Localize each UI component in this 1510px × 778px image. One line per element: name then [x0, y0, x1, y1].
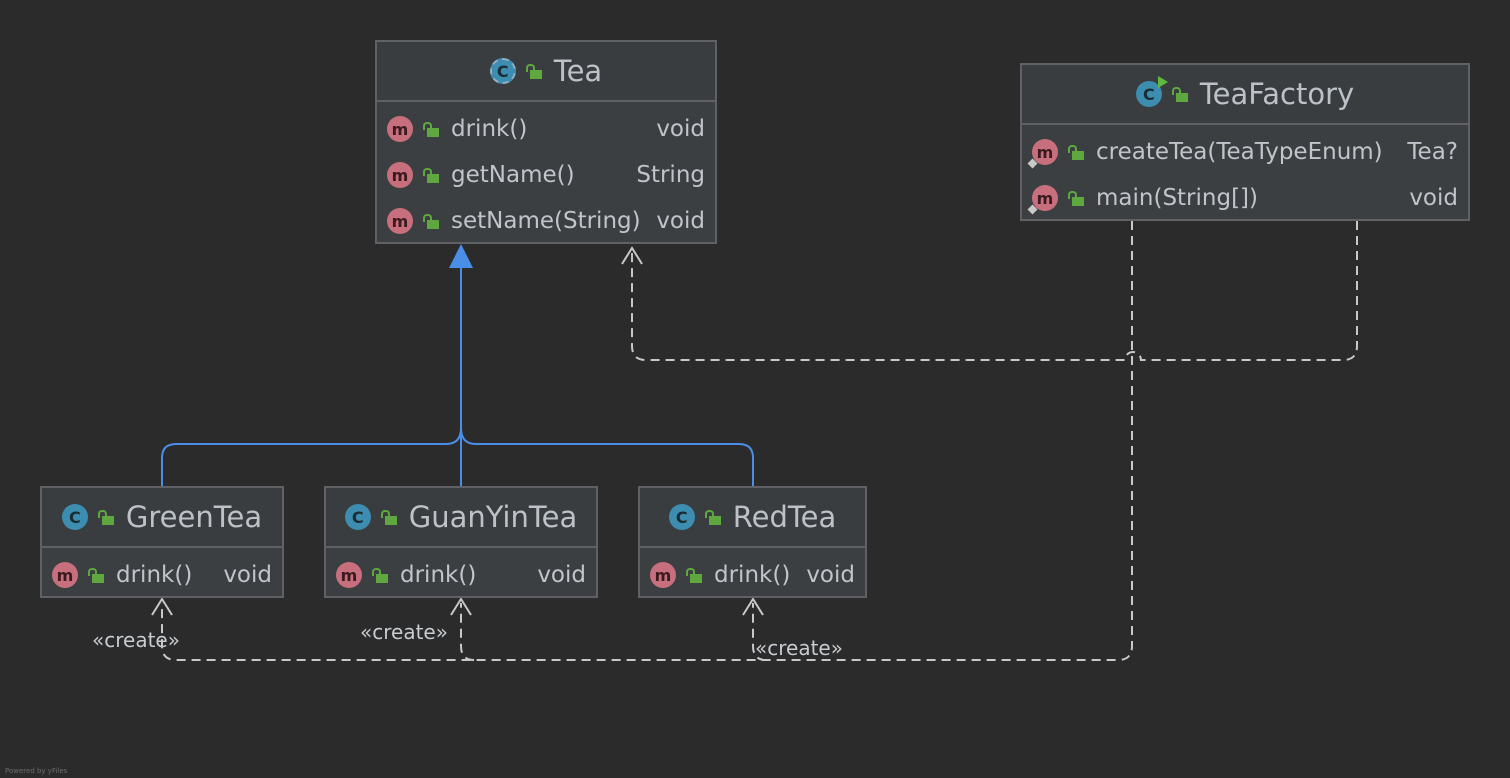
dependency-edge-factory-tea — [631, 221, 1358, 361]
class-header-tea: C Tea — [377, 42, 715, 102]
class-node-guanyintea[interactable]: C GuanYinTea m drink() void — [324, 486, 598, 598]
class-node-teafactory[interactable]: C TeaFactory m createTea(TeaTypeEnum) Te… — [1020, 63, 1470, 221]
class-letter: C — [1142, 84, 1155, 104]
public-lock-icon — [423, 213, 439, 229]
dependency-branch-red — [752, 603, 767, 661]
create-label-redtea: «create» — [755, 636, 843, 660]
runnable-class-icon: C — [1135, 76, 1168, 107]
public-lock-icon — [704, 509, 721, 525]
member-return-type: void — [537, 562, 586, 588]
member-row[interactable]: m drink() void — [377, 106, 715, 152]
class-header-redtea: C RedTea — [640, 488, 865, 548]
inheritance-arrowhead — [449, 244, 473, 268]
public-lock-icon — [380, 509, 397, 525]
member-return-type: void — [1409, 185, 1458, 211]
class-icon: C — [344, 504, 371, 530]
method-icon: m — [650, 562, 676, 588]
class-node-tea[interactable]: C Tea m drink() void m getName() String … — [375, 40, 717, 244]
method-icon: m — [387, 162, 413, 188]
member-return-type: void — [806, 562, 855, 588]
method-letter: m — [1036, 188, 1054, 208]
abstract-class-icon: C — [489, 58, 516, 84]
create-label-greentea: «create» — [92, 628, 180, 652]
run-marker-icon — [1157, 76, 1168, 88]
create-label-guanyintea: «create» — [360, 620, 448, 644]
member-return-type: void — [223, 562, 272, 588]
dependency-edge-factory-create — [161, 221, 1133, 661]
member-signature: setName(String) — [451, 208, 641, 234]
class-header-greentea: C GreenTea — [42, 488, 282, 548]
powered-by-footer: Powered by yFiles — [5, 767, 68, 775]
inheritance-edge-greentea — [161, 268, 462, 486]
member-return-type: String — [636, 162, 705, 188]
member-return-type: void — [656, 116, 705, 142]
public-lock-icon — [686, 567, 702, 583]
class-icon: C — [668, 504, 695, 530]
member-signature: createTea(TeaTypeEnum) — [1096, 139, 1383, 165]
public-lock-icon — [372, 567, 388, 583]
public-lock-icon — [423, 121, 439, 137]
class-header-teafactory: C TeaFactory — [1022, 65, 1468, 125]
inheritance-edge-redtea — [460, 427, 754, 486]
dependency-arrowhead-guanyintea — [450, 597, 472, 616]
dependency-arrowhead-tea — [621, 246, 643, 265]
method-icon: m — [387, 208, 413, 234]
static-method-icon: m — [1027, 139, 1058, 169]
member-signature: main(String[]) — [1096, 185, 1258, 211]
member-return-type: void — [656, 208, 705, 234]
class-icon: C — [61, 504, 88, 530]
public-lock-icon — [525, 63, 542, 79]
member-row[interactable]: m getName() String — [377, 152, 715, 198]
member-row[interactable]: m setName(String) void — [377, 198, 715, 244]
class-name-tea: Tea — [553, 54, 603, 88]
class-node-redtea[interactable]: C RedTea m drink() void — [638, 486, 867, 598]
class-name-teafactory: TeaFactory — [1199, 77, 1355, 111]
member-list-guanyintea: m drink() void — [326, 548, 596, 598]
member-row[interactable]: m main(String[]) void — [1022, 175, 1468, 221]
member-return-type: Tea? — [1407, 139, 1458, 165]
class-name-redtea: RedTea — [732, 500, 837, 534]
member-list-tea: m drink() void m getName() String m setN… — [377, 102, 715, 244]
member-signature: drink() — [116, 562, 193, 588]
member-signature: drink() — [714, 562, 791, 588]
class-name-guanyintea: GuanYinTea — [408, 500, 578, 534]
member-row[interactable]: m drink() void — [42, 552, 282, 598]
member-list-redtea: m drink() void — [640, 548, 865, 598]
class-name-greentea: GreenTea — [125, 500, 263, 534]
dependency-branch-guanyin — [460, 603, 475, 661]
member-list-greentea: m drink() void — [42, 548, 282, 598]
member-row[interactable]: m drink() void — [640, 552, 865, 598]
member-row[interactable]: m drink() void — [326, 552, 596, 598]
member-signature: drink() — [451, 116, 528, 142]
member-row[interactable]: m createTea(TeaTypeEnum) Tea? — [1022, 129, 1468, 175]
class-header-guanyintea: C GuanYinTea — [326, 488, 596, 548]
public-lock-icon — [423, 167, 439, 183]
method-icon: m — [336, 562, 362, 588]
member-list-teafactory: m createTea(TeaTypeEnum) Tea? m main(Str… — [1022, 125, 1468, 221]
method-icon: m — [52, 562, 78, 588]
method-icon: m — [387, 116, 413, 142]
method-letter: m — [1036, 142, 1054, 162]
static-method-icon: m — [1027, 185, 1058, 215]
public-lock-icon — [88, 567, 104, 583]
class-node-greentea[interactable]: C GreenTea m drink() void — [40, 486, 284, 598]
public-lock-icon — [1068, 144, 1084, 160]
member-signature: drink() — [400, 562, 477, 588]
public-lock-icon — [1068, 190, 1084, 206]
public-lock-icon — [97, 509, 114, 525]
dependency-arrowhead-greentea — [151, 597, 173, 616]
dependency-arrowhead-redtea — [742, 597, 764, 616]
member-signature: getName() — [451, 162, 575, 188]
public-lock-icon — [1171, 86, 1188, 102]
